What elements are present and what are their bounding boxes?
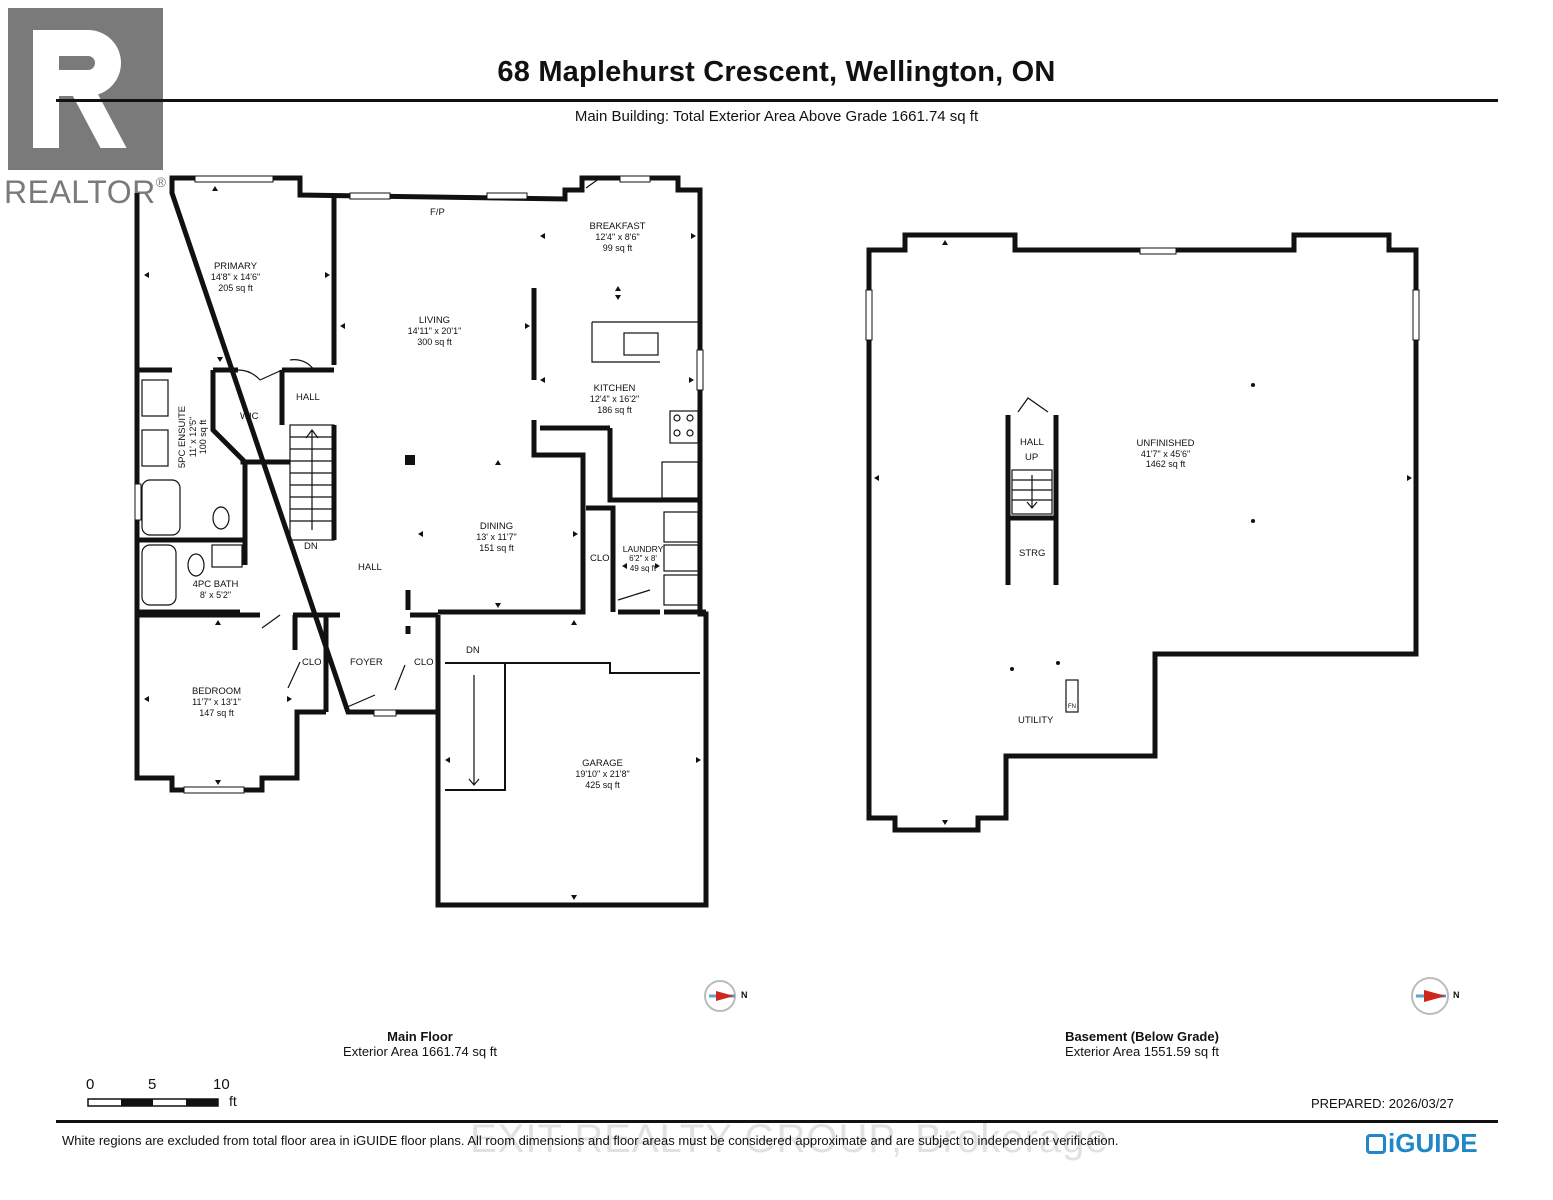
foyer-label: FOYER <box>350 657 383 668</box>
scale-tick-10: 10 <box>213 1076 230 1093</box>
room-area: 425 sq ft <box>585 780 620 790</box>
scale-bar <box>87 1098 219 1107</box>
iguide-brand: iGUIDE <box>1388 1128 1478 1158</box>
room-dims: 11' x 12'5" <box>188 416 198 458</box>
room-primary: PRIMARY 14'8" x 14'6" 205 sq ft <box>183 261 288 294</box>
room-dining: DINING 13' x 11'7" 151 sq ft <box>444 521 549 554</box>
fireplace-label: F/P <box>430 207 445 218</box>
room-4pc-bath: 4PC BATH 8' x 5'2" <box>178 579 253 601</box>
storage-label: STRG <box>1019 548 1046 559</box>
basement-exterior-wall <box>866 232 1419 833</box>
north-label: N <box>1453 990 1460 1000</box>
hall-label: HALL <box>1020 437 1044 448</box>
room-area: 205 sq ft <box>218 283 253 293</box>
room-area: 100 sq ft <box>198 419 208 455</box>
page-subtitle: Main Building: Total Exterior Area Above… <box>574 108 979 125</box>
room-dims: 13' x 11'7" <box>476 532 517 542</box>
north-label: N <box>741 990 748 1000</box>
basement-caption: Basement (Below Grade) Exterior Area 155… <box>1022 1029 1262 1059</box>
room-laundry: LAUNDRY 6'2" x 8' 49 sq ft <box>620 544 666 574</box>
hall-label: HALL <box>358 562 382 573</box>
realtor-logo-mark <box>8 8 163 170</box>
furnace-label: FN <box>1068 704 1076 710</box>
room-dims: 11'7" x 13'1" <box>192 697 241 707</box>
room-dims: 14'8" x 14'6" <box>210 272 261 282</box>
disclaimer-note: White regions are excluded from total fl… <box>62 1133 1119 1148</box>
room-name: LIVING <box>418 315 451 326</box>
closet-label: CLO <box>590 553 610 564</box>
room-unfinished: UNFINISHED 41'7" x 45'6" 1462 sq ft <box>1113 438 1218 470</box>
room-living: LIVING 14'11" x 20'1" 300 sq ft <box>382 315 487 348</box>
scale-tick-0: 0 <box>86 1076 95 1093</box>
room-area: 147 sq ft <box>199 708 234 718</box>
hall-label: HALL <box>296 392 320 403</box>
room-area: 1462 sq ft <box>1145 459 1186 469</box>
room-breakfast: BREAKFAST 12'4" x 8'6" 99 sq ft <box>565 221 670 254</box>
room-name: LAUNDRY <box>622 544 664 554</box>
closet-label: CLO <box>414 657 434 668</box>
stairs-down-label: DN <box>304 541 318 552</box>
iguide-logo: iGUIDE <box>1366 1128 1478 1159</box>
header-rule <box>56 99 1498 102</box>
floor-area: Exterior Area 1661.74 sq ft <box>343 1044 497 1059</box>
realtor-logo-text: REALTOR <box>4 174 156 210</box>
room-dims: 14'11" x 20'1" <box>407 326 462 336</box>
compass-main <box>704 980 736 1012</box>
room-name: 4PC BATH <box>192 579 239 590</box>
prepared-date: PREPARED: 2026/03/27 <box>1311 1096 1454 1111</box>
wic-label: WIC <box>240 411 259 422</box>
room-name: BREAKFAST <box>589 221 646 232</box>
room-name: UNFINISHED <box>1136 438 1195 449</box>
room-area: 186 sq ft <box>597 405 632 415</box>
room-name: KITCHEN <box>593 383 636 394</box>
room-area: 99 sq ft <box>602 243 633 253</box>
room-dims: 8' x 5'2" <box>199 590 232 600</box>
room-name: BEDROOM <box>191 686 242 697</box>
room-dims: 19'10" x 21'8" <box>575 769 630 779</box>
room-area: 49 sq ft <box>629 564 657 573</box>
page-title: 68 Maplehurst Crescent, Wellington, ON <box>497 56 1056 88</box>
room-dims: 41'7" x 45'6" <box>1140 449 1191 459</box>
stairs-up-label: UP <box>1025 452 1039 463</box>
room-dims: 12'4" x 8'6" <box>595 232 640 242</box>
room-area: 151 sq ft <box>479 543 514 553</box>
room-5pc-ensuite: 5PC ENSUITE 11' x 12'5" 100 sq ft <box>177 382 208 492</box>
stairs-down-label: DN <box>466 645 480 656</box>
realtor-logo: REALTOR® <box>4 8 167 210</box>
room-kitchen: KITCHEN 12'4" x 16'2" 186 sq ft <box>562 383 667 416</box>
floor-area: Exterior Area 1551.59 sq ft <box>1065 1044 1219 1059</box>
scale-tick-5: 5 <box>148 1076 157 1093</box>
closet-label: CLO <box>302 657 322 668</box>
scale-unit: ft <box>229 1093 237 1109</box>
compass-basement <box>1411 977 1449 1015</box>
floor-name: Main Floor <box>387 1029 453 1044</box>
iguide-icon <box>1366 1134 1386 1154</box>
floor-name: Basement (Below Grade) <box>1065 1029 1219 1044</box>
room-name: DINING <box>479 521 514 532</box>
registered-mark: ® <box>155 174 167 190</box>
main-floor-caption: Main Floor Exterior Area 1661.74 sq ft <box>300 1029 540 1059</box>
room-bedroom: BEDROOM 11'7" x 13'1" 147 sq ft <box>164 686 269 719</box>
room-name: PRIMARY <box>213 261 258 272</box>
room-area: 300 sq ft <box>417 337 452 347</box>
room-name: GARAGE <box>582 758 623 769</box>
room-name: 5PC ENSUITE <box>177 405 188 469</box>
room-dims: 6'2" x 8' <box>629 554 657 563</box>
room-dims: 12'4" x 16'2" <box>589 394 640 404</box>
brokerage-watermark: EXIT REALTY GROUP, Brokerage <box>470 1117 1109 1161</box>
room-garage: GARAGE 19'10" x 21'8" 425 sq ft <box>550 758 655 791</box>
utility-label: UTILITY <box>1018 715 1054 726</box>
